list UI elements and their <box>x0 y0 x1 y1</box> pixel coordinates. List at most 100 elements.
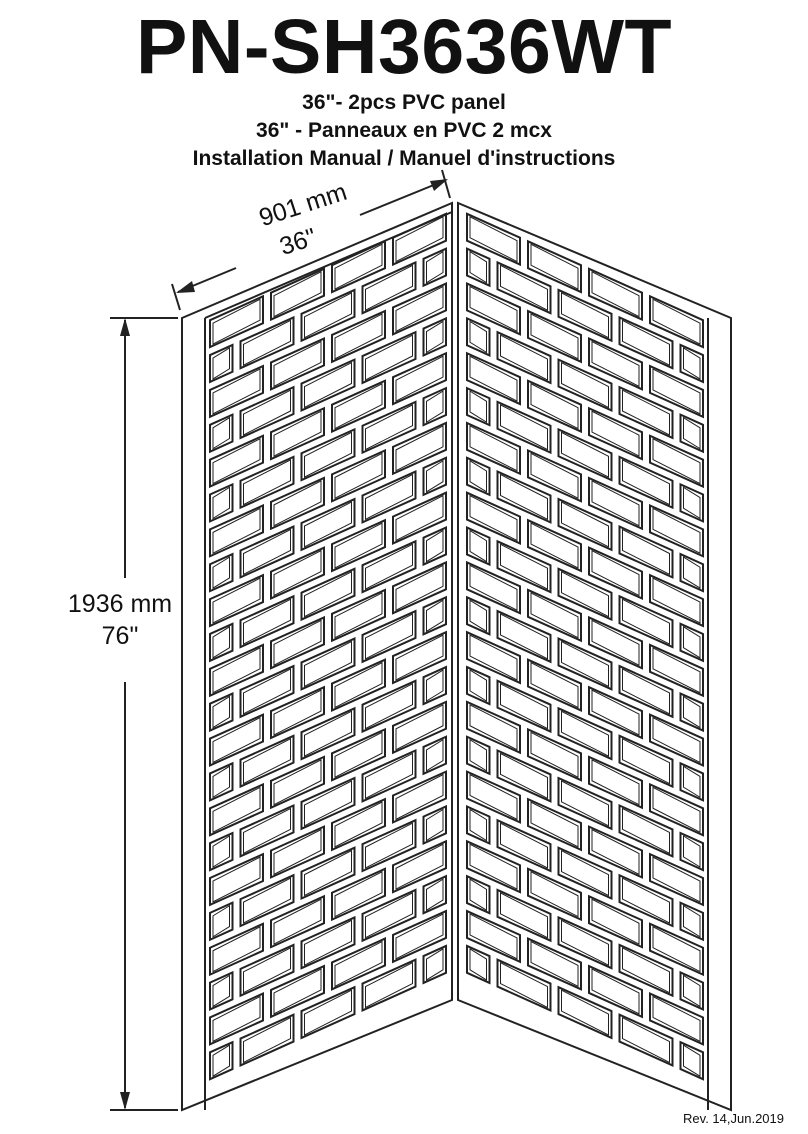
right-tile <box>649 573 704 628</box>
left-tile <box>270 825 325 879</box>
left-tile-bevel <box>273 270 322 318</box>
right-tile-bevel <box>530 592 579 639</box>
right-tile-bevel <box>530 871 579 918</box>
right-tile <box>679 343 704 384</box>
right-tile-bevel <box>622 598 670 645</box>
right-tile <box>466 351 521 406</box>
left-tile <box>392 909 447 964</box>
right-tile-bevel <box>591 480 640 527</box>
left-tile <box>270 615 325 670</box>
right-tile <box>557 915 613 970</box>
right-tile-bevel <box>591 340 640 388</box>
right-tile-bevel <box>652 298 701 345</box>
left-tile-bevel <box>304 361 352 409</box>
left-tile <box>422 386 447 427</box>
left-tile-bevel <box>365 752 413 800</box>
left-tile-bevel <box>243 319 291 366</box>
left-panel-inner-top <box>204 211 453 319</box>
left-tile-bevel <box>365 682 413 730</box>
left-tile <box>270 336 325 391</box>
left-tile-bevel <box>426 599 444 633</box>
right-tile <box>588 964 643 1019</box>
right-tile <box>679 552 704 593</box>
right-tile <box>588 894 643 949</box>
left-tile-bevel <box>273 689 322 736</box>
subtitle-english: 36"- 2pcs PVC panel <box>302 91 506 114</box>
left-tile-bevel <box>212 786 261 833</box>
right-tile-bevel <box>469 773 518 821</box>
left-tile-bevel <box>334 243 383 290</box>
right-tile-bevel <box>561 780 609 827</box>
left-tile <box>209 573 264 628</box>
left-tile-bevel <box>426 459 444 493</box>
right-tile <box>618 873 674 928</box>
right-tile <box>466 491 521 546</box>
height-mm-label: 1936 mm <box>67 590 173 618</box>
left-tile-bevel <box>365 473 413 521</box>
height-inch-label: 76" <box>101 622 139 650</box>
left-tile-bevel <box>395 494 444 542</box>
right-tile-bevel <box>500 264 548 311</box>
right-tile <box>466 212 521 267</box>
right-tile <box>557 358 613 412</box>
left-tile-bevel <box>212 556 230 590</box>
right-tile-bevel <box>652 856 701 903</box>
left-tile <box>361 818 417 873</box>
right-tile-bevel <box>683 904 701 938</box>
left-tile <box>209 852 264 907</box>
left-tile-bevel <box>304 501 352 548</box>
right-tile-bevel <box>469 808 487 842</box>
left-tile-bevel <box>365 334 413 381</box>
right-tile-bevel <box>530 940 579 988</box>
height-arrow-bottom <box>120 1092 130 1110</box>
right-tile-bevel <box>591 619 640 667</box>
right-tile <box>496 748 552 803</box>
right-tile-bevel <box>469 459 487 493</box>
left-tile <box>209 364 264 419</box>
left-tile-bevel <box>426 878 444 912</box>
left-tile <box>331 448 386 503</box>
left-tile <box>300 427 356 482</box>
left-tile <box>392 700 447 755</box>
right-tile-bevel <box>622 877 670 924</box>
right-tile-bevel <box>469 704 518 751</box>
left-tile-bevel <box>395 843 444 890</box>
left-tile <box>361 609 417 664</box>
right-tile <box>588 685 643 740</box>
left-tile-bevel <box>334 940 383 988</box>
left-tile <box>239 664 295 719</box>
right-tile-bevel <box>683 416 701 450</box>
left-tile <box>300 567 356 622</box>
left-tile <box>361 888 417 943</box>
right-tile <box>466 560 521 615</box>
left-tile <box>300 497 356 552</box>
right-tile <box>466 839 521 894</box>
left-tile-bevel <box>212 507 261 555</box>
left-tile <box>209 413 234 454</box>
right-tile-bevel <box>469 250 487 284</box>
right-tile <box>557 985 613 1040</box>
right-tile-bevel <box>683 625 701 659</box>
right-tile <box>466 874 491 915</box>
right-tile-bevel <box>500 613 548 660</box>
left-tile <box>209 970 234 1012</box>
right-tile <box>618 734 674 789</box>
left-tile <box>209 482 234 523</box>
right-tile-bevel <box>469 494 518 542</box>
right-tile <box>588 267 643 322</box>
left-tile-bevel <box>273 759 322 806</box>
right-tile-bevel <box>622 737 670 785</box>
right-tile <box>557 288 613 343</box>
left-tile-bevel <box>212 904 230 938</box>
right-tile <box>557 706 613 761</box>
right-tile-bevel <box>622 389 670 436</box>
left-tile <box>331 727 386 782</box>
left-tile <box>300 637 356 691</box>
left-tile <box>331 658 386 712</box>
left-tile-bevel <box>365 961 413 1009</box>
right-tile-bevel <box>652 786 701 833</box>
left-panel-edge <box>181 201 453 1112</box>
right-tile-bevel <box>500 752 548 800</box>
right-tile <box>618 385 674 440</box>
right-tile <box>466 804 491 846</box>
